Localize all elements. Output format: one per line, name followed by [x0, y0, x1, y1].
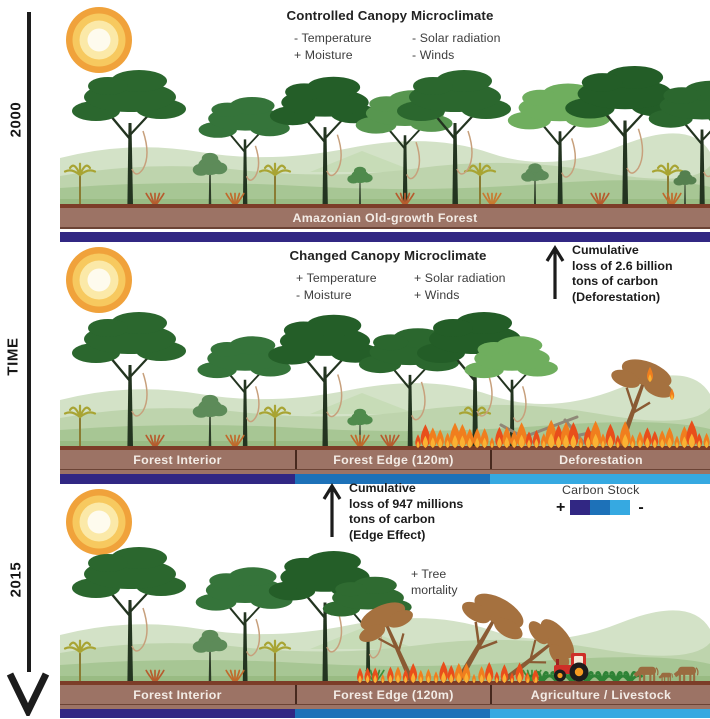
soil-strip: [60, 469, 710, 474]
carbon-loss-text: Cumulative loss of 2.6 billion tons of c…: [572, 243, 673, 304]
microclimate-item: + Moisture: [294, 47, 353, 62]
carbon-high-segment: [60, 709, 295, 718]
carbon-bar-old-growth: [60, 232, 710, 242]
carbon-mid-segment: [294, 709, 490, 718]
microclimate-item: - Temperature: [294, 31, 372, 45]
legend-high-sign: +: [556, 499, 566, 516]
up-arrow-icon: [322, 482, 342, 537]
carbon-bar-mid: [60, 474, 710, 484]
soil-bar-old-growth: Amazonian Old-growth Forest: [60, 208, 710, 229]
microclimate-item: - Moisture: [296, 287, 352, 302]
microclimate-item: - Winds: [412, 47, 455, 62]
zone-agriculture-livestock: Agriculture / Livestock: [489, 685, 710, 704]
carbon-loss-annotation-deforestation: Cumulative loss of 2.6 billion tons of c…: [543, 243, 673, 305]
sun-icon: [66, 247, 132, 313]
forest-scene-old-growth: [60, 65, 710, 208]
microclimate-item: + Solar radiation: [414, 271, 506, 285]
carbon-loss-annotation-edge-effect: Cumulative loss of 947 millions tons of …: [320, 481, 463, 543]
soil-strip: [60, 704, 710, 709]
legend-swatch-mid: [590, 500, 611, 515]
down-arrowhead-icon: [6, 672, 50, 716]
microclimate-item: + Winds: [414, 287, 460, 302]
soil-bar-2015: Forest Interior Forest Edge (120m) Agric…: [60, 685, 710, 718]
time-axis-line: [27, 12, 31, 672]
legend-swatch-high: [570, 500, 591, 515]
carbon-stock-legend: Carbon Stock + -: [556, 483, 644, 516]
sun-icon: [66, 489, 132, 555]
microclimate-item: + Temperature: [296, 271, 377, 285]
legend-low-sign: -: [638, 499, 644, 516]
carbon-low-segment: [489, 474, 710, 484]
axis-year-2000: 2000: [7, 101, 25, 138]
forest-scene-agriculture: [60, 547, 710, 685]
microclimate-item: - Solar radiation: [412, 31, 501, 45]
axis-year-2015: 2015: [7, 561, 25, 598]
zone-forest-interior: Forest Interior: [133, 452, 222, 467]
forest-scene-deforestation: [60, 312, 710, 450]
tree-mortality-label: + Tree mortality: [411, 567, 458, 597]
legend-swatch-low: [610, 500, 631, 515]
up-arrow-icon: [545, 244, 565, 299]
time-axis: 2000 TIME 2015: [0, 0, 56, 719]
zone-forest-edge: Forest Edge (120m): [294, 450, 490, 469]
zone-deforestation: Deforestation: [489, 450, 710, 469]
legend-title: Carbon Stock: [562, 483, 640, 497]
soil-bar-mid: Forest Interior Forest Edge (120m) Defor…: [60, 450, 710, 484]
microclimate-block-2000: Controlled Canopy Microclimate - Tempera…: [270, 8, 510, 63]
microclimate-title: Controlled Canopy Microclimate: [286, 8, 494, 23]
zone-label-old-growth: Amazonian Old-growth Forest: [292, 210, 478, 225]
zone-forest-edge: Forest Edge (120m): [294, 685, 490, 704]
microclimate-title: Changed Canopy Microclimate: [289, 248, 487, 263]
microclimate-block-mid: Changed Canopy Microclimate + Temperatur…: [268, 248, 508, 303]
carbon-loss-text: Cumulative loss of 947 millions tons of …: [349, 481, 464, 542]
sun-icon: [66, 7, 132, 73]
carbon-bar-2015: [60, 709, 710, 718]
carbon-low-segment: [489, 709, 710, 718]
axis-title-time: TIME: [4, 337, 22, 376]
zone-forest-interior: Forest Interior: [133, 687, 222, 702]
carbon-high-segment: [60, 474, 295, 484]
carbon-mid-segment: [294, 474, 490, 484]
